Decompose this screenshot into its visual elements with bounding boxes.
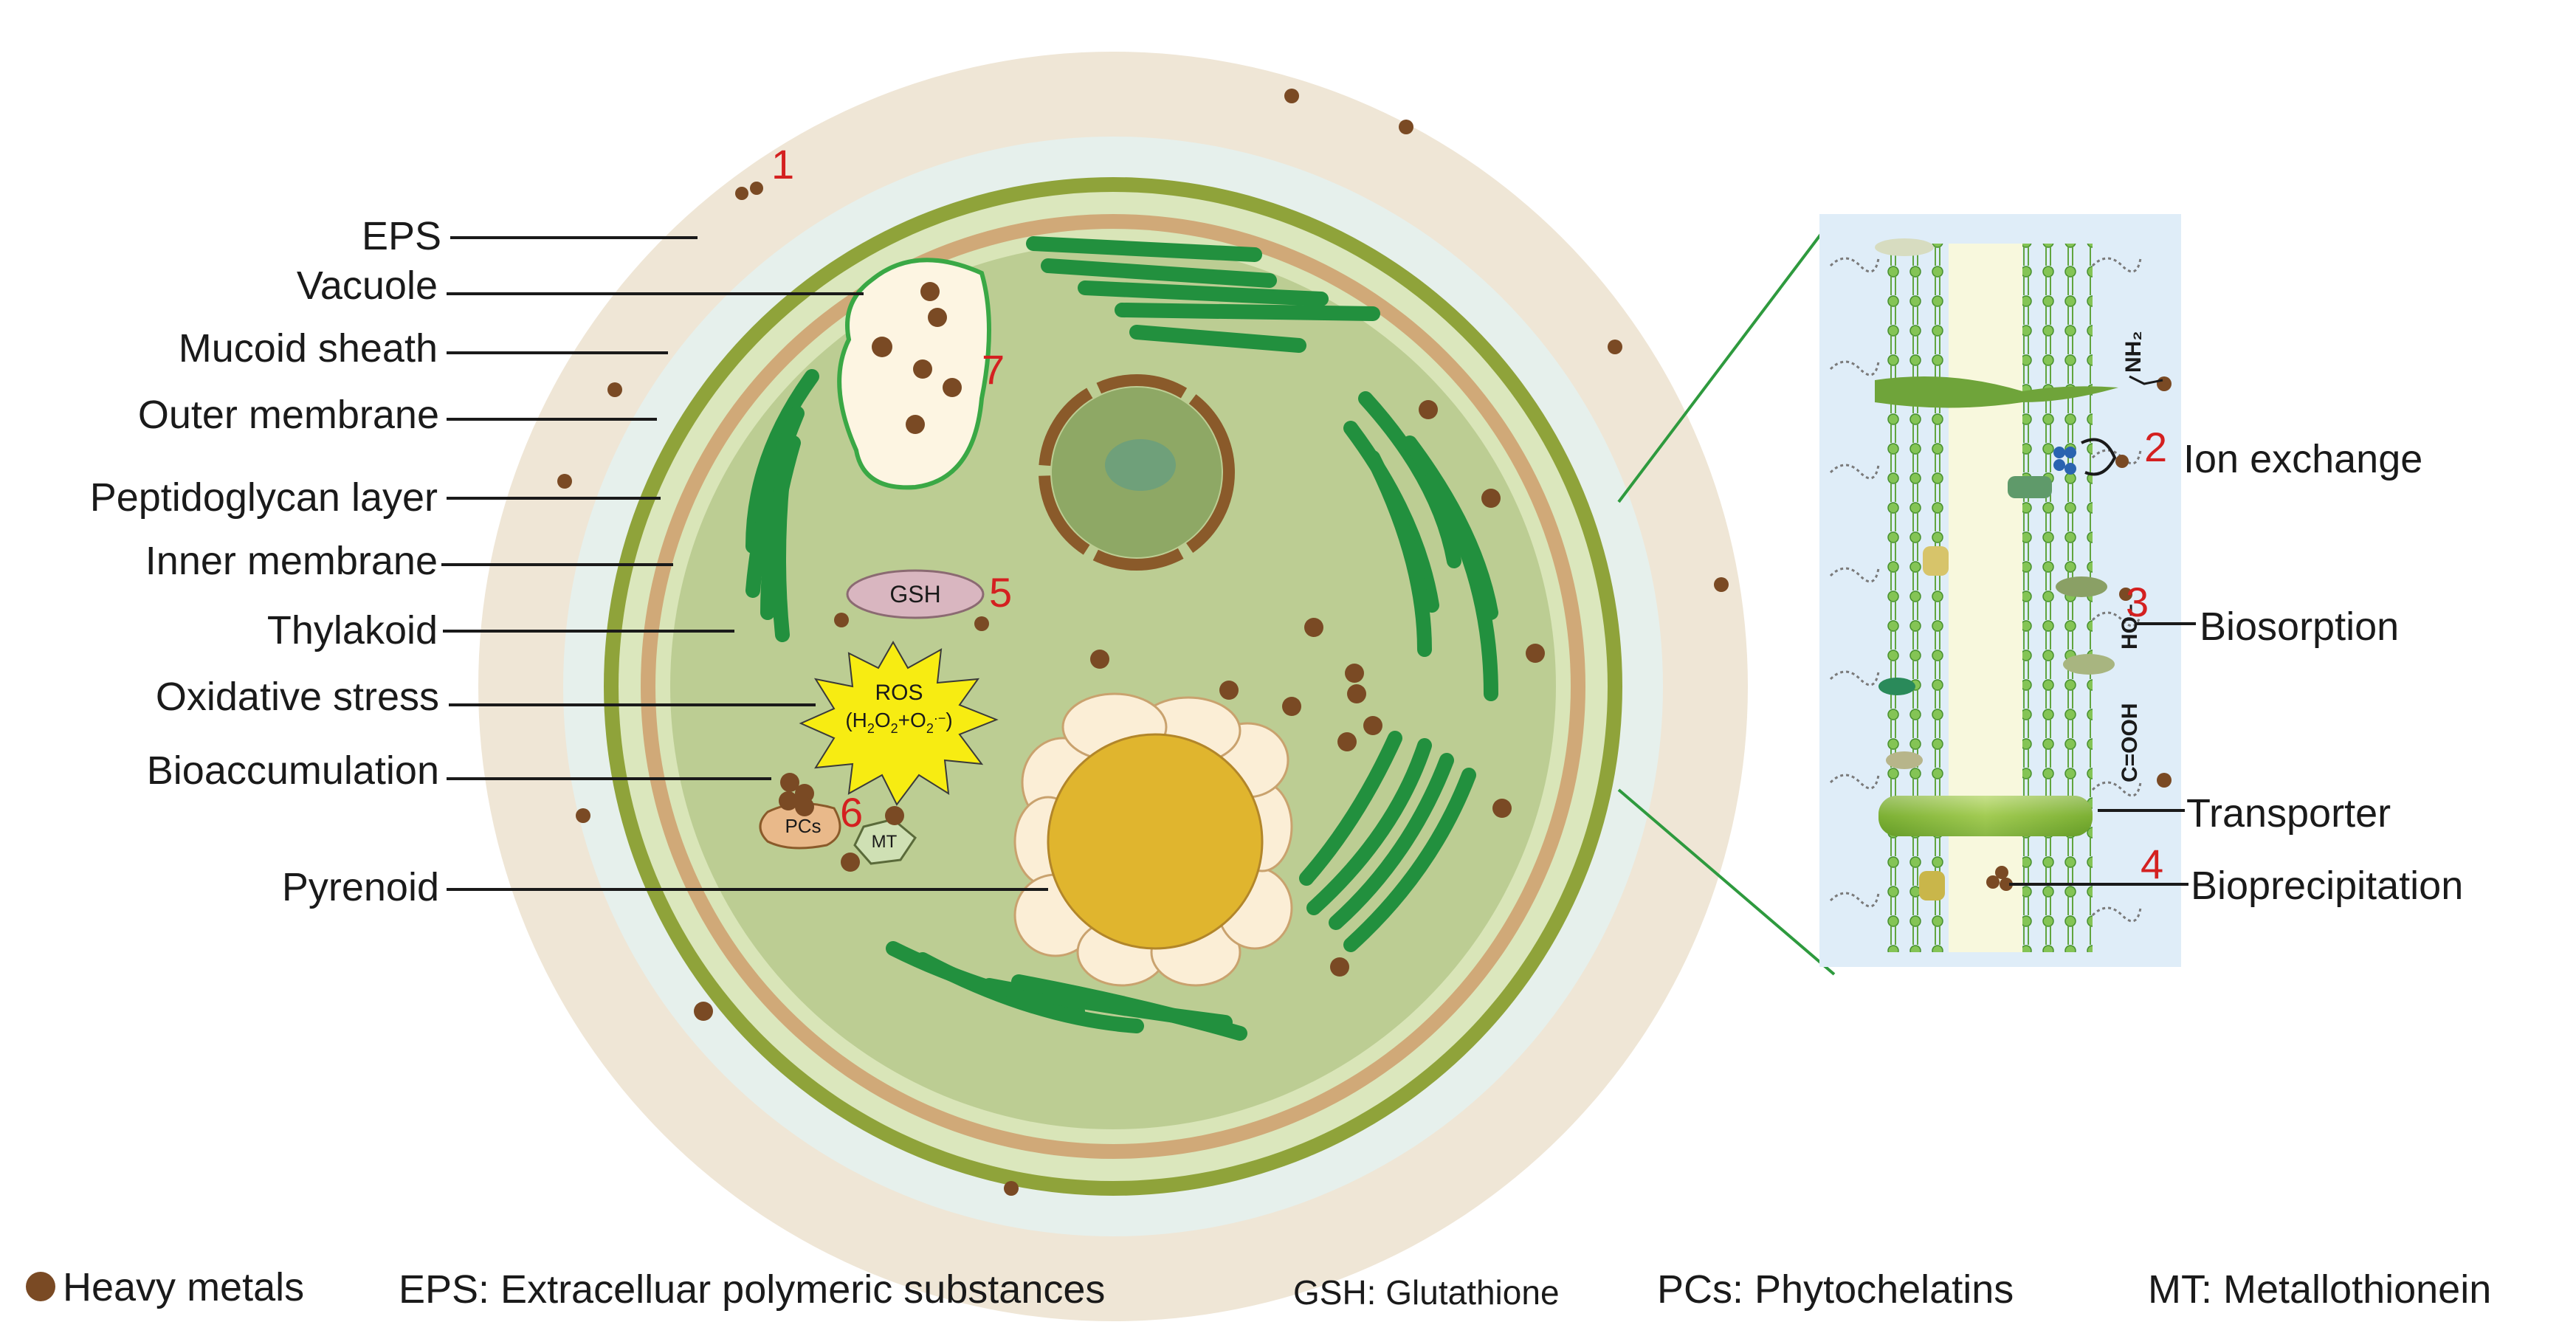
vacuole <box>837 258 991 490</box>
heavy-metal-swatch <box>26 1272 55 1301</box>
number-3: 3 <box>2126 579 2149 625</box>
label-outer-membrane: Outer membrane <box>138 393 439 437</box>
label-vacuole: Vacuole <box>297 264 438 308</box>
pyrenoid <box>1013 692 1293 987</box>
label-bioprecipitation: Bioprecipitation <box>2191 864 2463 908</box>
ros-label: ROS <box>875 681 923 705</box>
number-5: 5 <box>989 569 1012 616</box>
number-2: 2 <box>2144 424 2167 470</box>
number-6: 6 <box>840 789 863 836</box>
pcs-label: PCs <box>785 815 821 837</box>
label-transporter: Transporter <box>2186 791 2391 836</box>
leader-lines <box>441 236 2196 891</box>
gsh-molecule: GSH <box>846 569 985 619</box>
zoom-lines <box>1617 220 1836 976</box>
ros-burst: ROS (H2O2+O2·−) <box>799 640 999 806</box>
pcs-molecule: PCs <box>759 802 841 850</box>
label-eps: EPS <box>362 214 441 258</box>
label-oxidative-stress: Oxidative stress <box>156 675 439 719</box>
label-biosorption: Biosorption <box>2200 605 2399 649</box>
number-7: 7 <box>982 346 1005 393</box>
left-labels: EPS Vacuole Mucoid sheath Outer membrane… <box>90 214 441 909</box>
membrane-panel: NH₂ HO– C=OOH <box>1819 214 2181 967</box>
legend-gsh: GSH: Glutathione <box>1293 1273 1560 1312</box>
label-thylakoid: Thylakoid <box>267 608 438 652</box>
mt-label: MT <box>872 832 898 852</box>
label-pyrenoid: Pyrenoid <box>282 865 439 909</box>
label-mucoid-sheath: Mucoid sheath <box>179 326 438 371</box>
label-inner-membrane: Inner membrane <box>145 539 438 583</box>
step-numbers: 1 2 3 4 5 6 7 <box>771 141 2167 887</box>
legend-eps: EPS: Extracelluar polymeric substances <box>399 1267 1105 1312</box>
right-labels: Ion exchange Biosorption Transporter Bio… <box>2183 437 2463 908</box>
oh-label: HO– <box>2118 604 2142 650</box>
thylakoid-group <box>745 236 1498 1041</box>
label-peptidoglycan-layer: Peptidoglycan layer <box>90 475 438 520</box>
cooh-label: C=OOH <box>2118 703 2142 782</box>
nh2-label: NH₂ <box>2121 331 2146 373</box>
heavy-metal-dots <box>557 89 1729 1196</box>
gsh-label: GSH <box>889 581 940 607</box>
legend-mt: MT: Metallothionein <box>2148 1267 2491 1312</box>
legend-heavy-metals: Heavy metals <box>63 1265 304 1309</box>
number-4: 4 <box>2141 841 2163 887</box>
number-1: 1 <box>771 141 794 187</box>
nucleus <box>1039 374 1235 571</box>
label-bioaccumulation: Bioaccumulation <box>147 748 439 793</box>
legend: Heavy metals EPS: Extracelluar polymeric… <box>26 1265 2491 1312</box>
label-ion-exchange: Ion exchange <box>2183 437 2422 481</box>
legend-pcs: PCs: Phytochelatins <box>1657 1267 2014 1312</box>
mt-molecule: MT <box>853 818 917 865</box>
